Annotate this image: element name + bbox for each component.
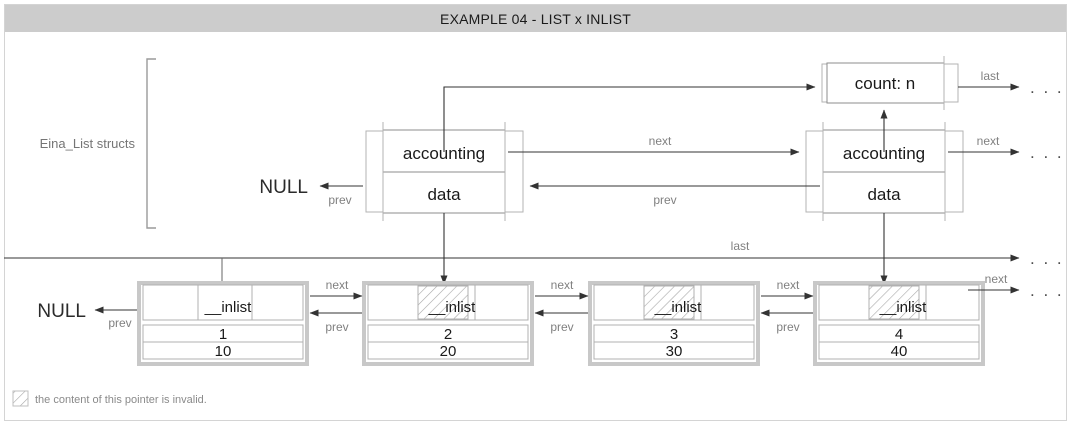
- edge-accounting1-to-count: [443, 83, 816, 152]
- struct2-accounting-label: accounting: [843, 144, 925, 163]
- count-box: count: n: [821, 56, 959, 110]
- edge-struct1-next: next: [508, 134, 800, 156]
- edge-node1-node2: next prev: [309, 278, 363, 334]
- edge-node1-prev-null: prev NULL: [37, 301, 137, 330]
- edge-label-inlist-last: last: [731, 239, 750, 253]
- edge-label-node3-prev: prev: [550, 320, 573, 334]
- edge-label-count-last: last: [981, 69, 1000, 83]
- edge-struct1-prev-null: prev NULL: [259, 177, 363, 207]
- node4-value2: 40: [891, 343, 908, 360]
- node4-invalid-pointer-cell: [868, 285, 920, 320]
- node1-field-label: __inlist: [204, 299, 253, 316]
- edge-label-list-prev-mid: prev: [653, 193, 676, 207]
- eina-list-bracket: Eina_List structs: [40, 58, 156, 229]
- node3-field-label: __inlist: [654, 299, 703, 316]
- edge-label-acct-next-right: next: [977, 134, 1000, 148]
- node3-value1: 3: [670, 326, 678, 343]
- node4-field-label: __inlist: [879, 299, 928, 316]
- edge-label-node2-prev: prev: [325, 320, 348, 334]
- inlist-node-1: __inlist 1 10: [137, 281, 309, 366]
- struct2-data-label: data: [867, 185, 901, 204]
- edge-label-node3-next: next: [777, 278, 800, 292]
- node1-value1: 1: [219, 326, 227, 343]
- edge-struct2-prev: prev: [529, 182, 820, 207]
- struct1-accounting-label: accounting: [403, 144, 485, 163]
- node1-value2: 10: [215, 343, 232, 360]
- legend-text: the content of this pointer is invalid.: [35, 394, 207, 406]
- page-title: EXAMPLE 04 - LIST x INLIST: [440, 10, 631, 27]
- null-label-top: NULL: [259, 177, 308, 198]
- inlist-node-4: __inlist 4 40: [813, 281, 985, 366]
- ellipsis-count-last: . . .: [1030, 78, 1064, 97]
- edge-label-node1-next: next: [326, 278, 349, 292]
- ellipsis-node4-next: . . .: [1030, 281, 1064, 300]
- legend-hatch-swatch: [12, 390, 29, 407]
- eina-list-struct-1: accounting data: [365, 122, 524, 221]
- ellipsis-inlist-last: . . .: [1030, 249, 1064, 268]
- eina-list-struct-2: accounting data: [805, 122, 964, 221]
- diagram-title-bar: EXAMPLE 04 - LIST x INLIST: [5, 5, 1066, 32]
- node2-field-label: __inlist: [428, 299, 477, 316]
- edge-inlist-last: last . . .: [4, 239, 1064, 268]
- edge-label-node4-next: next: [985, 272, 1008, 286]
- node4-value1: 4: [895, 326, 903, 343]
- struct1-data-label: data: [427, 185, 461, 204]
- count-last-edge: last . . .: [958, 69, 1064, 97]
- edge-label-node2-next: next: [551, 278, 574, 292]
- edge-node3-node4: next prev: [760, 278, 814, 334]
- inlist-node-2: __inlist 2 20: [362, 281, 534, 366]
- edge-node4-next: next . . .: [968, 272, 1064, 300]
- edge-label-list-prev-left: prev: [328, 193, 351, 207]
- edge-label-list-next: next: [649, 134, 672, 148]
- null-label-bottom: NULL: [37, 301, 86, 322]
- ellipsis-struct2-next: . . .: [1030, 143, 1064, 162]
- inlist-node-3: __inlist 3 30: [588, 281, 760, 366]
- edge-label-node4-prev: prev: [776, 320, 799, 334]
- bracket-label: Eina_List structs: [40, 136, 136, 151]
- edge-label-node1-prev: prev: [108, 316, 131, 330]
- edge-struct2-next: next . . .: [948, 134, 1064, 162]
- legend: the content of this pointer is invalid.: [12, 390, 207, 407]
- count-label: count: n: [855, 74, 916, 93]
- edge-node2-node3: next prev: [534, 278, 589, 334]
- node2-value1: 2: [444, 326, 452, 343]
- node2-invalid-pointer-cell: [417, 285, 469, 320]
- node3-value2: 30: [666, 343, 683, 360]
- node2-value2: 20: [440, 343, 457, 360]
